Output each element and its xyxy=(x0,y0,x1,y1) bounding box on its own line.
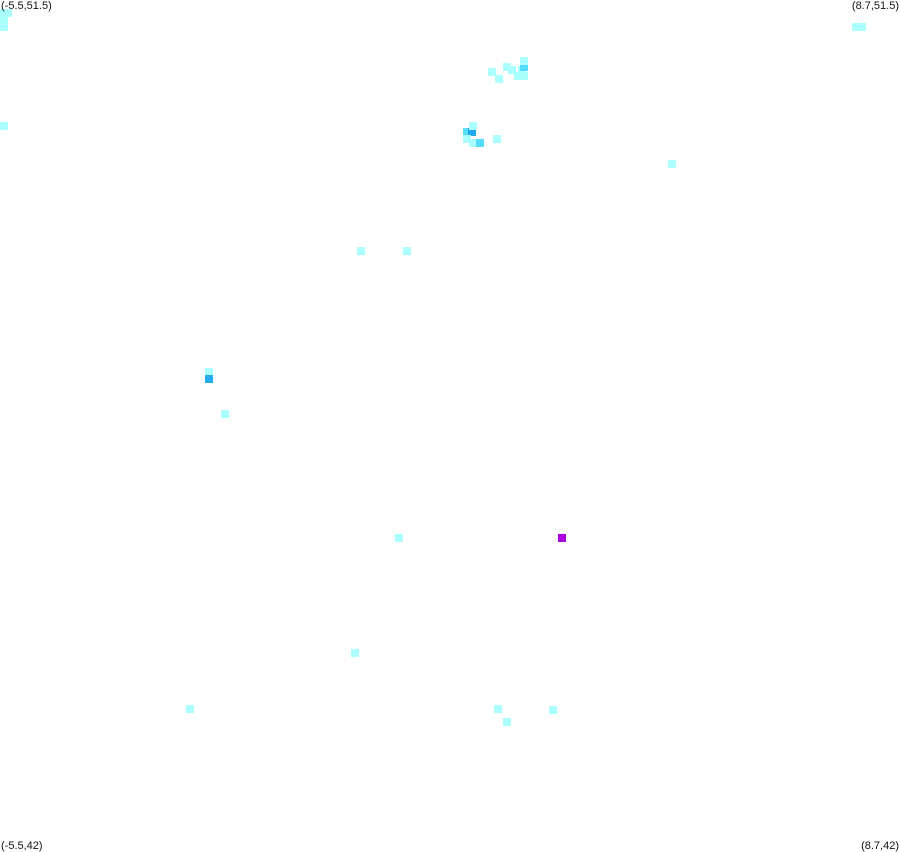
map-cell-low xyxy=(503,63,512,72)
corner-label-top-left: (-5.5,51.5) xyxy=(1,0,52,12)
map-cell-low xyxy=(186,704,195,713)
map-cell-low xyxy=(492,135,501,143)
map-cell-low xyxy=(0,9,8,18)
map-cell-low xyxy=(402,247,411,256)
map-cell-low xyxy=(350,648,359,657)
map-cell-low xyxy=(667,160,676,169)
map-cell-low xyxy=(357,247,366,256)
map-cell-low xyxy=(851,22,860,31)
map-cell-low xyxy=(495,74,504,83)
map-cell-mid xyxy=(475,139,484,148)
map-cell-low xyxy=(503,717,512,726)
map-cell-low xyxy=(4,9,13,18)
map-cell-high xyxy=(467,127,476,136)
map-cell-low xyxy=(221,410,229,419)
map-cell-low xyxy=(508,65,517,74)
map-cell-low xyxy=(514,72,523,81)
map-cell-high xyxy=(205,375,214,384)
map-cell-low xyxy=(0,121,8,130)
map-cell-low xyxy=(469,139,478,148)
map-cell-mid xyxy=(520,63,529,72)
map-cell-low xyxy=(463,135,472,143)
map-cell-low xyxy=(548,706,557,715)
map-cell-low xyxy=(205,368,214,377)
map-cell-low xyxy=(520,72,529,81)
corner-label-top-right: (8.7,51.5) xyxy=(851,0,899,12)
map-cell-low xyxy=(395,534,404,543)
map-cell-low xyxy=(857,22,866,31)
map-cell-peak xyxy=(558,534,567,543)
map-cell-low xyxy=(488,67,497,76)
map-cell-low xyxy=(520,56,529,65)
map-cell-low xyxy=(469,121,478,130)
map-cell-low xyxy=(0,22,8,31)
map-cell-mid xyxy=(463,127,472,136)
map-cell-low xyxy=(0,16,8,25)
map-cell-low xyxy=(493,704,502,713)
corner-label-bottom-left: (-5.5,42) xyxy=(1,840,43,852)
corner-label-bottom-right: (8.7,42) xyxy=(861,840,899,852)
